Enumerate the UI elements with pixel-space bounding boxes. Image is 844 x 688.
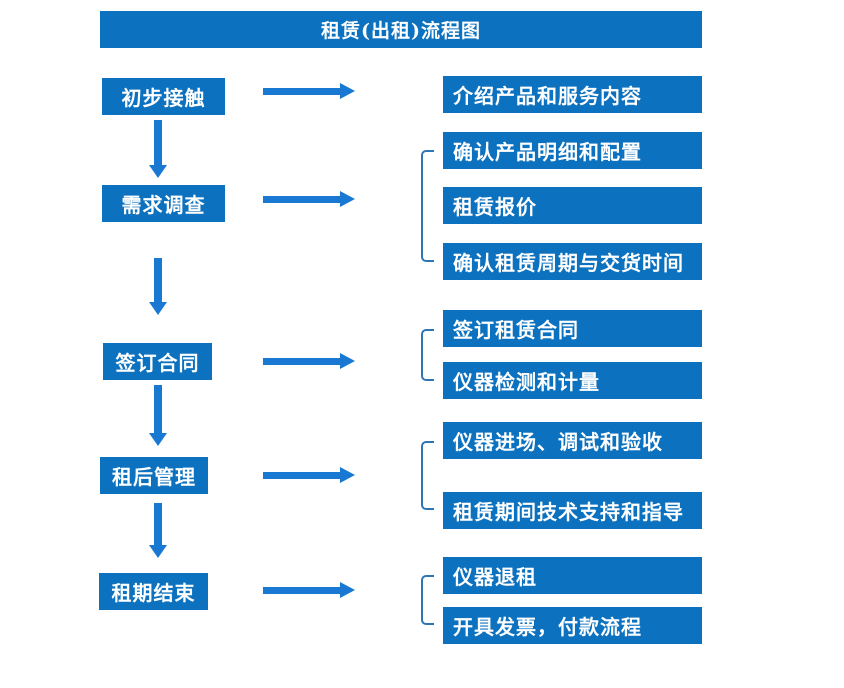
right-arrow-shaft: [263, 196, 341, 203]
output-box-confirm-details-config: 确认产品明细和配置: [443, 132, 702, 169]
right-arrow-head-icon: [340, 83, 355, 99]
down-arrow-shaft: [154, 385, 162, 434]
down-arrow-head-icon: [149, 433, 167, 446]
output-box-instrument-entry-acceptance: 仪器进场、调试和验收: [443, 422, 702, 459]
page-title: 租赁(出租)流程图: [321, 20, 481, 42]
right-arrow-5: [263, 582, 355, 599]
right-arrow-1: [263, 83, 355, 100]
right-arrow-head-icon: [340, 582, 355, 598]
right-arrow-2: [263, 191, 355, 208]
right-arrow-head-icon: [340, 467, 355, 483]
group-bracket-sign-contract: [421, 329, 434, 381]
down-arrow-head-icon: [149, 545, 167, 558]
stage-box-demand-survey: 需求调查: [102, 185, 225, 222]
down-arrow-4: [149, 503, 167, 558]
output-box-sign-rental-contract: 签订租赁合同: [443, 310, 702, 347]
right-arrow-shaft: [263, 88, 341, 95]
output-box-technical-support: 租赁期间技术支持和指导: [443, 492, 702, 529]
right-arrow-head-icon: [340, 191, 355, 207]
output-box-confirm-cycle-delivery: 确认租赁周期与交货时间: [443, 243, 702, 280]
down-arrow-shaft: [154, 120, 162, 166]
right-arrow-3: [263, 353, 355, 370]
group-bracket-post-rental: [421, 441, 434, 510]
output-box-instrument-testing: 仪器检测和计量: [443, 362, 702, 399]
right-arrow-shaft: [263, 472, 341, 479]
stage-box-sign-contract: 签订合同: [103, 343, 212, 380]
output-box-introduce-products: 介绍产品和服务内容: [443, 76, 702, 113]
down-arrow-head-icon: [149, 165, 167, 178]
group-bracket-demand-survey: [421, 150, 434, 262]
title-bar: 租赁(出租)流程图: [100, 11, 702, 48]
group-bracket-rental-end: [421, 575, 434, 625]
right-arrow-shaft: [263, 587, 341, 594]
down-arrow-1: [149, 120, 167, 178]
stage-box-post-rental-management: 租后管理: [100, 457, 208, 494]
right-arrow-shaft: [263, 358, 341, 365]
down-arrow-3: [149, 385, 167, 446]
right-arrow-4: [263, 467, 355, 484]
down-arrow-2: [149, 258, 167, 315]
output-box-invoice-payment: 开具发票，付款流程: [443, 607, 702, 644]
stage-box-initial-contact: 初步接触: [102, 78, 225, 115]
right-arrow-head-icon: [340, 353, 355, 369]
output-box-rental-quotation: 租赁报价: [443, 187, 702, 224]
down-arrow-shaft: [154, 503, 162, 546]
down-arrow-head-icon: [149, 302, 167, 315]
down-arrow-shaft: [154, 258, 162, 303]
output-box-instrument-return: 仪器退租: [443, 557, 702, 594]
stage-box-rental-end: 租期结束: [99, 573, 208, 610]
